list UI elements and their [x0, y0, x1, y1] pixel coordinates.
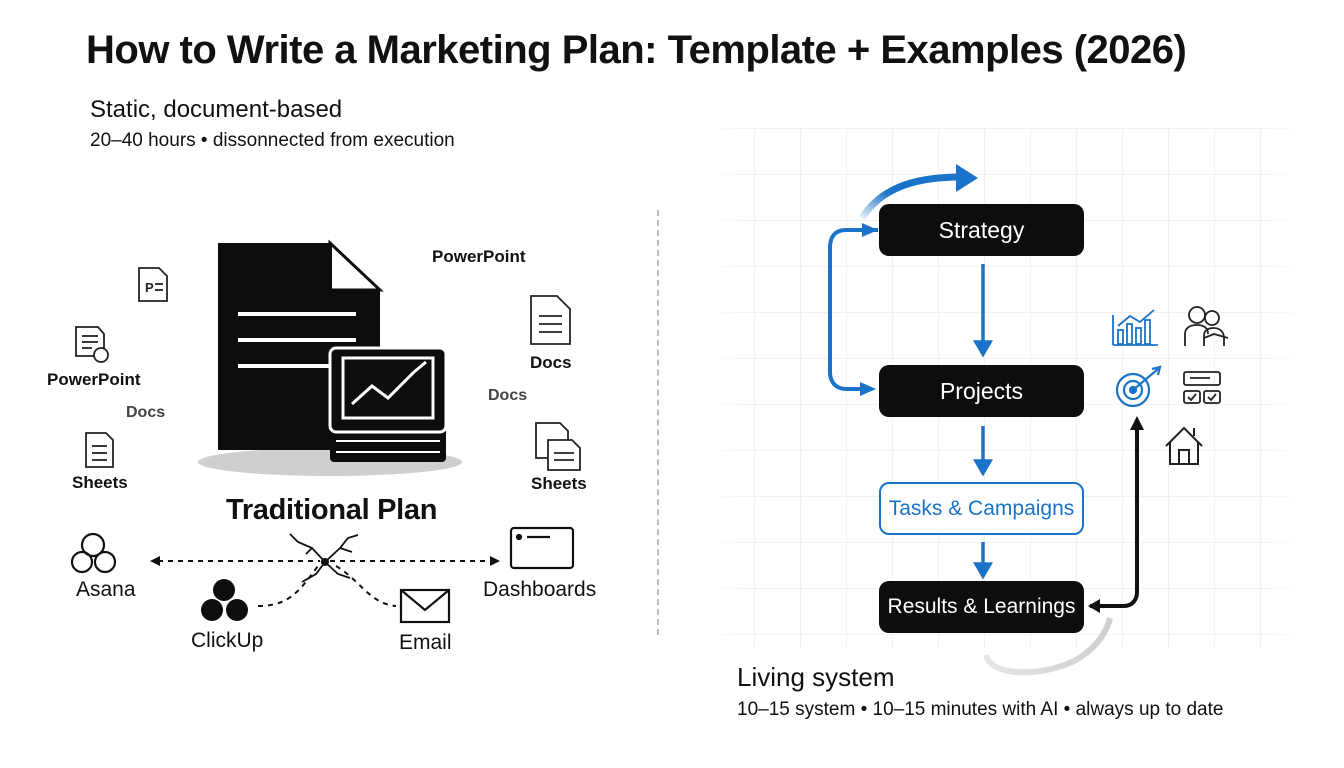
- powerpoint-label-left: PowerPoint: [47, 370, 141, 389]
- sheet-file-icon: [85, 432, 114, 468]
- people-icon: [1184, 306, 1229, 346]
- sheets-label-left: Sheets: [72, 473, 128, 492]
- sheet-file-icon: [535, 422, 581, 471]
- section-divider: [657, 210, 659, 635]
- docs-label-left: Docs: [126, 404, 166, 421]
- chart-stack-icon: [328, 346, 448, 462]
- strategy-box: Strategy: [879, 204, 1084, 256]
- dashboards-label: Dashboards: [483, 578, 597, 601]
- sheets-label-right: Sheets: [531, 474, 587, 493]
- powerpoint-file-icon: P: [138, 267, 168, 302]
- crack-lines: [289, 533, 359, 583]
- svg-text:P: P: [145, 280, 154, 295]
- projects-box: Projects: [879, 365, 1084, 417]
- traditional-heading: Static, document-based: [90, 96, 343, 123]
- page-title: How to Write a Marketing Plan: Template …: [86, 28, 1187, 72]
- dashboard-window-icon: [509, 526, 575, 570]
- docs-label-right-text: Docs: [488, 387, 528, 404]
- checklist-icon: [1183, 371, 1221, 404]
- docs-label-right: Docs: [530, 353, 572, 372]
- powerpoint-label-top: PowerPoint: [432, 247, 526, 266]
- traditional-subheading: 20–40 hours • dissonnected from executio…: [90, 130, 455, 151]
- clickup-label: ClickUp: [191, 629, 264, 652]
- bar-chart-icon: [1112, 309, 1158, 346]
- traditional-plan-label: Traditional Plan: [226, 494, 438, 526]
- tasks-campaigns-box: Tasks & Campaigns: [879, 482, 1084, 535]
- living-heading: Living system: [737, 662, 895, 692]
- asana-label: Asana: [76, 578, 136, 601]
- email-icon: [399, 588, 451, 624]
- doc-file-icon: [75, 326, 109, 363]
- clickup-icon: [201, 579, 248, 621]
- asana-icon: [70, 532, 117, 574]
- target-icon: [1115, 365, 1162, 408]
- email-label: Email: [399, 631, 452, 654]
- broken-connections: [158, 560, 490, 607]
- doc-file-icon: [530, 295, 571, 345]
- living-subheading: 10–15 system • 10–15 minutes with AI • a…: [737, 699, 1224, 720]
- house-icon: [1165, 426, 1203, 465]
- results-learnings-box: Results & Learnings: [879, 581, 1084, 633]
